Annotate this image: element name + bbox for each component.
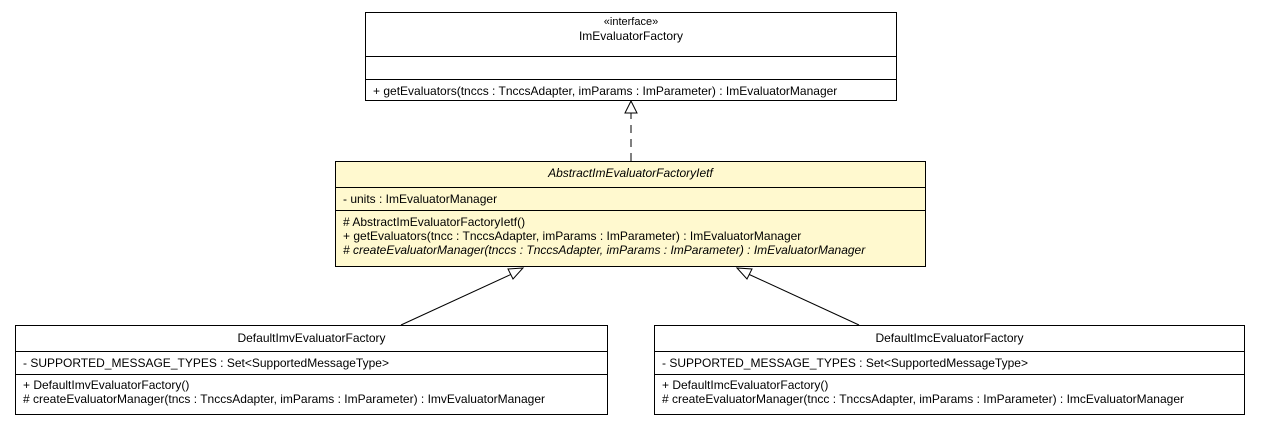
imv-name: DefaultImvEvaluatorFactory	[237, 331, 386, 345]
interface-im-evaluator-factory: «interface» ImEvaluatorFactory + getEval…	[365, 12, 897, 101]
interface-header: «interface» ImEvaluatorFactory	[366, 13, 896, 56]
interface-stereotype: «interface»	[603, 16, 659, 28]
generalization-arrowhead-imc	[735, 267, 753, 280]
abstract-attributes: - units : ImEvaluatorManager	[336, 187, 925, 210]
abstract-operation: + getEvaluators(tncc : TnccsAdapter, imP…	[343, 229, 802, 243]
abstract-header: AbstractImEvaluatorFactoryIetf	[336, 162, 925, 187]
abstract-name: AbstractImEvaluatorFactoryIetf	[548, 166, 713, 180]
abstract-attribute: - units : ImEvaluatorManager	[343, 192, 498, 206]
abstract-im-evaluator-factory-ietf: AbstractImEvaluatorFactoryIetf - units :…	[335, 161, 926, 267]
realization-arrowhead	[624, 99, 638, 114]
abstract-operation: # createEvaluatorManager(tnccs : TnccsAd…	[343, 243, 866, 257]
imc-operations: + DefaultImcEvaluatorFactory() # createE…	[655, 374, 1244, 406]
imv-operations: + DefaultImvEvaluatorFactory() # createE…	[16, 374, 607, 406]
interface-operations: + getEvaluators(tnccs : TnccsAdapter, im…	[366, 79, 896, 98]
interface-attributes	[366, 56, 896, 79]
interface-name: ImEvaluatorFactory	[578, 29, 684, 43]
imv-operation: # createEvaluatorManager(tncs : TnccsAda…	[23, 392, 545, 406]
imc-operation: # createEvaluatorManager(tncc : TnccsAda…	[662, 392, 1184, 406]
imc-operation: + DefaultImcEvaluatorFactory()	[662, 378, 829, 392]
imc-header: DefaultImcEvaluatorFactory	[655, 326, 1244, 351]
interface-operation: + getEvaluators(tnccs : TnccsAdapter, im…	[373, 84, 838, 98]
imv-operation: + DefaultImvEvaluatorFactory()	[23, 378, 190, 392]
imv-attribute: - SUPPORTED_MESSAGE_TYPES : Set<Supporte…	[23, 356, 389, 370]
default-imc-evaluator-factory: DefaultImcEvaluatorFactory - SUPPORTED_M…	[654, 325, 1245, 415]
imv-header: DefaultImvEvaluatorFactory	[16, 326, 607, 351]
generalization-edge-imv	[400, 272, 515, 326]
imc-attribute: - SUPPORTED_MESSAGE_TYPES : Set<Supporte…	[662, 356, 1028, 370]
imc-attributes: - SUPPORTED_MESSAGE_TYPES : Set<Supporte…	[655, 351, 1244, 374]
imv-attributes: - SUPPORTED_MESSAGE_TYPES : Set<Supporte…	[16, 351, 607, 374]
generalization-edge-imc	[745, 272, 860, 326]
abstract-operation: # AbstractImEvaluatorFactoryIetf()	[343, 215, 526, 229]
abstract-operations: # AbstractImEvaluatorFactoryIetf() + get…	[336, 210, 925, 257]
generalization-arrowhead-imv	[507, 267, 525, 280]
imc-name: DefaultImcEvaluatorFactory	[875, 331, 1024, 345]
default-imv-evaluator-factory: DefaultImvEvaluatorFactory - SUPPORTED_M…	[15, 325, 608, 415]
